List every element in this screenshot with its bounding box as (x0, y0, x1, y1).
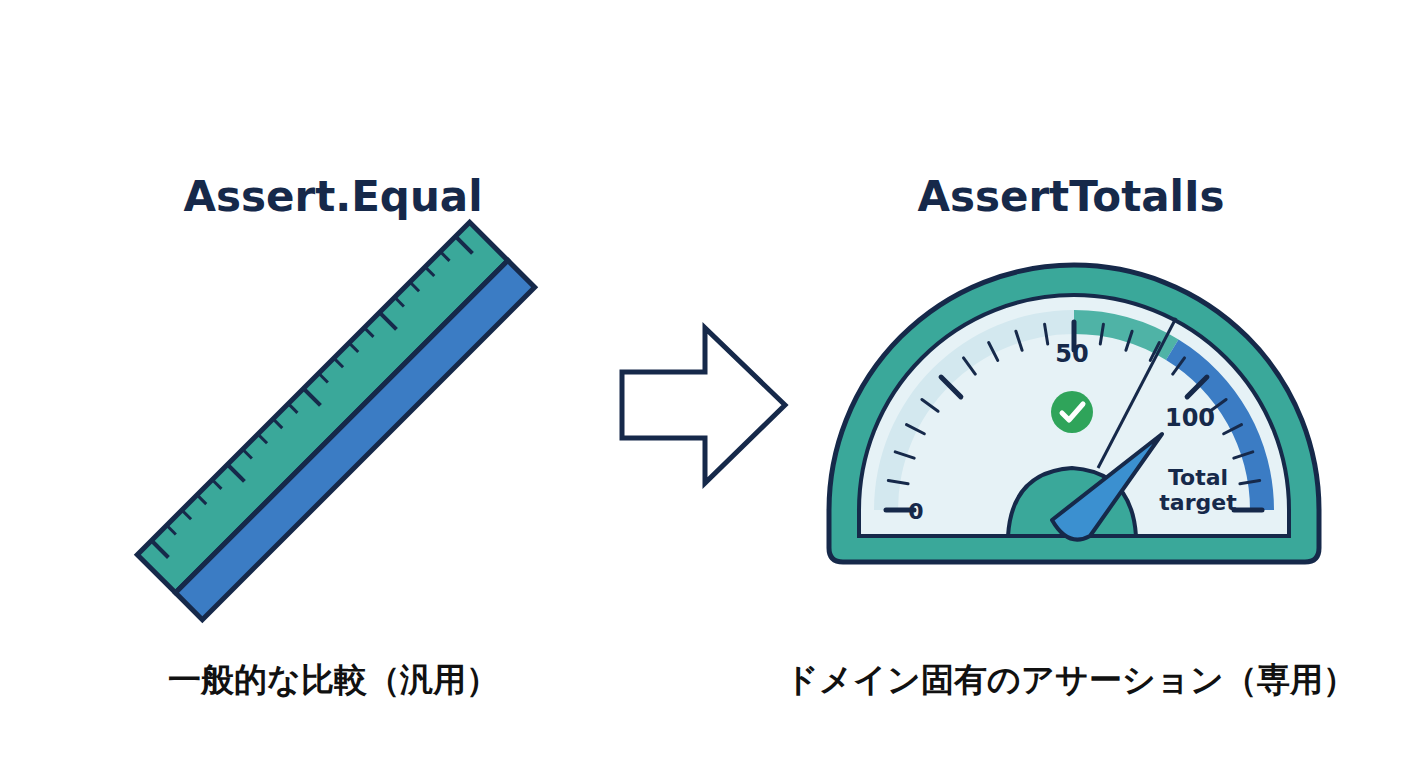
transition-arrow (622, 328, 785, 483)
heading: Assert.Equal (183, 172, 482, 221)
gauge-outline (826, 258, 1322, 566)
gauge-meter: 0 50 100Total target (826, 258, 1322, 566)
heading: AssertTotalIs (917, 172, 1224, 221)
ruler-icon (137, 222, 534, 619)
gauge-caption: Total target (1150, 465, 1246, 516)
caption: ドメイン固有のアサーション（専用） (785, 658, 1356, 703)
caption: 一般的な比較（汎用） (168, 658, 499, 703)
scale-value: 50 (1055, 341, 1088, 369)
scale-value: 0 (908, 499, 923, 524)
scale-value: 100 (1165, 405, 1215, 433)
